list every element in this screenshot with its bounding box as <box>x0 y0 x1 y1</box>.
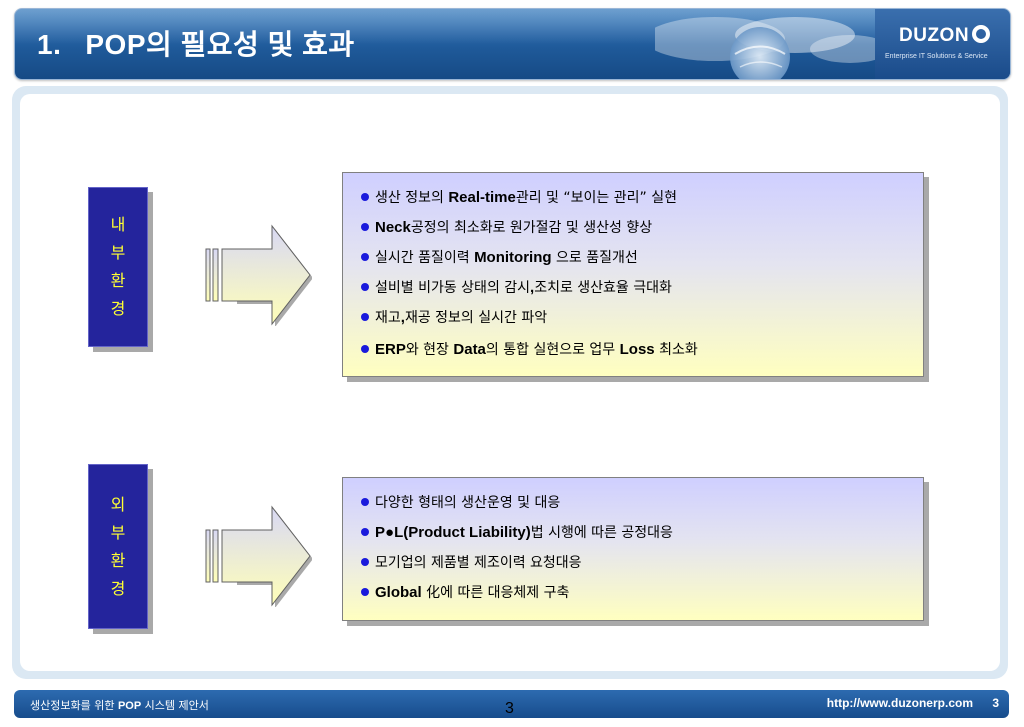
globe-cloud-decoration <box>655 17 885 79</box>
title-bold: POP <box>85 29 146 60</box>
bullet-dot-icon <box>361 283 369 291</box>
bullet-text: Monitoring <box>474 249 552 266</box>
brand-mark-icon <box>972 24 991 43</box>
footer-prefix: 생산정보화를 위한 <box>30 699 118 712</box>
label-char: 환 <box>110 271 126 290</box>
bullet-text: P●L(Product Liability) <box>375 524 531 541</box>
brand-tagline: Enterprise IT Solutions & Service <box>885 53 988 60</box>
bullet-item: P●L(Product Liability)법 시행에 따른 공정대응 <box>361 522 673 542</box>
label-char: 경 <box>110 299 126 318</box>
bullet-text: 모기업의 제품별 제조이력 요청대응 <box>375 555 582 571</box>
right-arrow-icon <box>205 505 312 607</box>
footer-pop: POP <box>117 700 142 712</box>
bullet-dot-icon <box>361 223 369 231</box>
bullet-item: ERP와 현장 Data의 통합 실현으로 업무 Loss 최소화 <box>361 339 698 359</box>
bullet-text: Data <box>453 341 486 358</box>
bullet-text: 으로 품질개선 <box>551 250 638 266</box>
section-number: 1. <box>37 29 62 60</box>
title-bar-sheen <box>15 9 1010 44</box>
bullet-text: Real-time <box>448 189 516 206</box>
label-char: 부 <box>110 522 126 542</box>
bullet-text: 생산 정보의 <box>375 190 449 206</box>
bullet-text: , <box>530 279 535 296</box>
bullet-text: 의 통합 실현으로 업무 <box>485 342 620 358</box>
bullet-dot-icon <box>361 313 369 321</box>
bullet-text: 법 시행에 따른 공정대응 <box>530 525 673 541</box>
footer-doc-title: 생산정보화를 위한 POP 시스템 제안서 <box>30 697 209 713</box>
page-title: 1. POP의 필요성 및 효과 <box>37 23 355 63</box>
bullet-text: Neck <box>375 219 411 236</box>
bullet-text: 조치로 생산효율 극대화 <box>534 280 672 296</box>
brand-name: DUZON <box>899 25 970 46</box>
bullet-item: 모기업의 제품별 제조이력 요청대응 <box>361 552 582 572</box>
slide-number: 3 <box>505 700 514 717</box>
label-char: 외 <box>110 494 126 514</box>
bullet-text: 재공 정보의 실시간 파악 <box>404 310 548 326</box>
bullet-item: 생산 정보의 Real-time관리 및 “보이는 관리” 실현 <box>361 187 677 207</box>
bullet-text: 최소화 <box>654 342 698 358</box>
brand-area: DUZON Enterprise IT Solutions & Service <box>875 9 1010 79</box>
bullet-item: 다양한 형태의 생산운영 및 대응 <box>361 492 560 512</box>
bullet-dot-icon <box>361 253 369 261</box>
bullet-text: ERP <box>375 341 406 358</box>
right-arrow-icon <box>205 224 312 326</box>
bullet-text: Global <box>375 584 422 601</box>
bullet-text: 공정의 최소화로 원가절감 및 생산성 향상 <box>410 220 653 236</box>
footer-suffix: 시스템 제안서 <box>141 699 209 712</box>
title-rest: 의 필요성 및 효과 <box>146 29 355 60</box>
footer-page-number: 3 <box>992 696 999 710</box>
internal-benefits-box: 생산 정보의 Real-time관리 및 “보이는 관리” 실현 Neck공정의 … <box>342 172 924 377</box>
bullet-dot-icon <box>361 558 369 566</box>
footer-url-link[interactable]: http://www.duzonerp.com <box>826 696 973 710</box>
bullet-text: 관리 및 “보이는 관리” 실현 <box>515 190 677 206</box>
label-external-environment: 외 부 환 경 <box>88 464 148 629</box>
footer-bar: 생산정보화를 위한 POP 시스템 제안서 http://www.duzoner… <box>14 690 1009 718</box>
bullet-text: 실시간 품질이력 <box>375 250 475 266</box>
external-benefits-box: 다양한 형태의 생산운영 및 대응 P●L(Product Liability)법… <box>342 477 924 621</box>
label-char: 환 <box>110 550 126 570</box>
bullet-item: 설비별 비가동 상태의 감시,조치로 생산효율 극대화 <box>361 277 672 297</box>
bullet-dot-icon <box>361 498 369 506</box>
bullet-text: 와 현장 <box>405 342 454 358</box>
bullet-text: 다양한 형태의 생산운영 및 대응 <box>375 495 561 511</box>
bullet-text: 재고 <box>375 310 401 326</box>
bullet-dot-icon <box>361 345 369 353</box>
bullet-item: 재고,재공 정보의 실시간 파악 <box>361 307 547 327</box>
bullet-dot-icon <box>361 588 369 596</box>
bullet-text: Loss <box>619 341 655 358</box>
bullet-dot-icon <box>361 528 369 536</box>
label-char: 내 <box>110 215 126 234</box>
bullet-dot-icon <box>361 193 369 201</box>
bullet-text: 化에 따른 대응체제 구축 <box>421 585 570 601</box>
label-char: 부 <box>110 243 126 262</box>
bullet-item: 실시간 품질이력 Monitoring 으로 품질개선 <box>361 247 638 267</box>
duzon-logo: DUZON <box>899 24 991 47</box>
bullet-item: Neck공정의 최소화로 원가절감 및 생산성 향상 <box>361 217 652 237</box>
bullet-text: , <box>400 309 405 326</box>
bullet-item: Global 化에 따른 대응체제 구축 <box>361 582 569 602</box>
title-bar: 1. POP의 필요성 및 효과 DUZON Enterprise IT Solu… <box>14 8 1011 80</box>
label-internal-environment: 내 부 환 경 <box>88 187 148 347</box>
label-char: 경 <box>110 578 126 598</box>
bullet-text: 설비별 비가동 상태의 감시 <box>375 280 531 296</box>
